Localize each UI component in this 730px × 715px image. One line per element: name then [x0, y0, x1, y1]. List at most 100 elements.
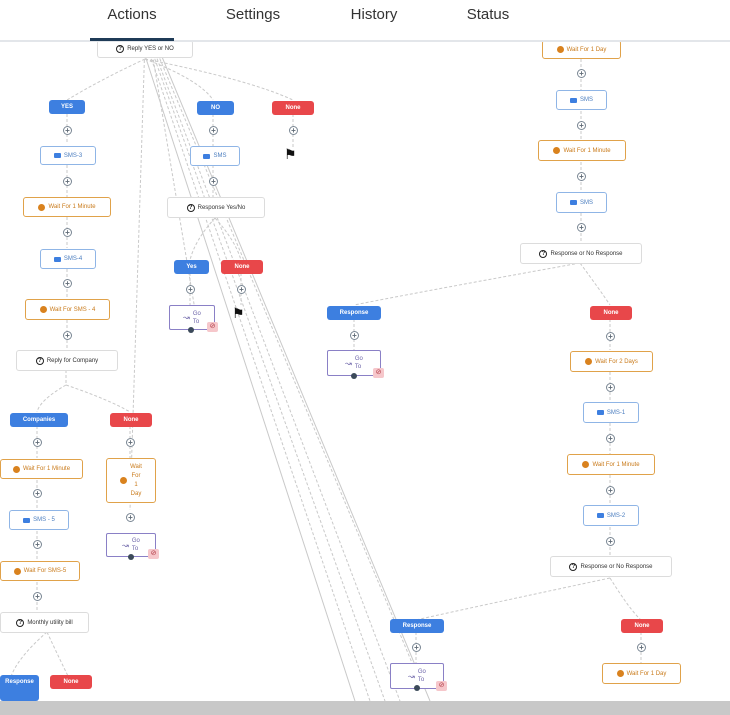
add-step-icon[interactable]: + [63, 177, 72, 186]
reply-for-company-node[interactable]: ? Reply for Company [16, 350, 118, 371]
chat-icon [53, 256, 61, 262]
add-step-icon[interactable]: + [63, 331, 72, 340]
add-step-icon[interactable]: + [33, 540, 42, 549]
sms-2-label: SMS-2 [606, 512, 626, 519]
branch-yes[interactable]: YES [49, 100, 85, 114]
go-to-label: Go To [131, 538, 140, 552]
add-step-icon[interactable]: + [33, 489, 42, 498]
add-step-icon[interactable]: + [209, 126, 218, 135]
add-step-icon[interactable]: + [209, 177, 218, 186]
sms-node-no[interactable]: SMS [190, 146, 240, 166]
tab-settings[interactable]: Settings [225, 6, 281, 23]
unlink-icon[interactable]: ⊘ [207, 322, 218, 332]
branch-none-top[interactable]: None [272, 101, 314, 115]
add-step-icon[interactable]: + [186, 285, 195, 294]
monthly-utility-bill-node[interactable]: ? Monthly utility bill [0, 612, 89, 633]
sms-5-node[interactable]: SMS - 5 [9, 510, 69, 530]
question-icon: ? [569, 562, 578, 571]
chat-icon [203, 153, 211, 159]
go-to-node-4[interactable]: ↝ Go To [390, 663, 444, 689]
add-step-icon[interactable]: + [63, 126, 72, 135]
add-step-icon[interactable]: + [606, 537, 615, 546]
add-step-icon[interactable]: + [412, 643, 421, 652]
clock-icon [616, 670, 624, 677]
response-or-no-response-node-2[interactable]: ? Response or No Response [550, 556, 672, 577]
wait-for-sms-4-node[interactable]: Wait For SMS - 4 [25, 299, 110, 320]
add-step-icon[interactable]: + [606, 383, 615, 392]
unlink-icon[interactable]: ⊘ [373, 368, 384, 378]
connector-dot[interactable] [414, 685, 420, 691]
branch-none-bottom-left[interactable]: None [50, 675, 92, 689]
sms-node-right-2[interactable]: SMS [556, 192, 607, 213]
chat-icon [53, 153, 61, 158]
add-step-icon[interactable]: + [126, 438, 135, 447]
add-step-icon[interactable]: + [126, 513, 135, 522]
branch-response-bottom[interactable]: Response [390, 619, 444, 633]
wait-1-day-node-bottom[interactable]: Wait For 1 Day [602, 663, 681, 684]
branch-none-bottom-right[interactable]: None [621, 619, 663, 633]
branch-no[interactable]: NO [197, 101, 234, 115]
reply-yes-no-node[interactable]: ? Reply YES or NO [97, 40, 193, 58]
add-step-icon[interactable]: + [577, 223, 586, 232]
add-step-icon[interactable]: + [350, 331, 359, 340]
question-icon: ? [116, 45, 125, 53]
workflow-canvas[interactable]: ? Reply YES or NO YES + SMS-3 + Wait For… [0, 40, 730, 701]
wait-2-days-node[interactable]: Wait For 2 Days [570, 351, 653, 372]
add-step-icon[interactable]: + [606, 434, 615, 443]
unlink-icon[interactable]: ⊘ [148, 549, 159, 559]
wait-for-sms-5-node[interactable]: Wait For SMS-5 [0, 561, 80, 581]
chat-icon [23, 517, 31, 523]
branch-response-left[interactable]: Response [0, 675, 39, 701]
response-yes-no-node[interactable]: ? Response Yes/No [167, 197, 265, 218]
tab-history[interactable]: History [350, 6, 398, 23]
add-step-icon[interactable]: + [63, 228, 72, 237]
add-step-icon[interactable]: + [637, 643, 646, 652]
connector-dot[interactable] [351, 373, 357, 379]
wait-1-minute-right-label: Wait For 1 Minute [563, 147, 611, 154]
sms-4-node[interactable]: SMS-4 [40, 249, 96, 269]
branch-none-right[interactable]: None [590, 306, 632, 320]
branch-response-mid[interactable]: Response [327, 306, 381, 320]
connector-dot[interactable] [128, 554, 134, 560]
sms-1-node[interactable]: SMS-1 [583, 402, 639, 423]
reply-for-company-label: Reply for Company [46, 357, 99, 364]
response-or-no-response-label: Response or No Response [550, 250, 623, 257]
unlink-icon[interactable]: ⊘ [436, 681, 447, 691]
add-step-icon[interactable]: + [606, 332, 615, 341]
tab-actions[interactable]: Actions [90, 0, 174, 41]
wait-1-day-node-stacked[interactable]: Wait For 1 Day [106, 458, 156, 503]
add-step-icon[interactable]: + [577, 121, 586, 130]
branch-companies[interactable]: Companies [10, 413, 68, 427]
clock-icon [585, 358, 593, 365]
response-or-no-response-node[interactable]: ? Response or No Response [520, 243, 642, 264]
wait-1-day-bottom-label: Wait For 1 Day [626, 670, 667, 677]
sms-2-node[interactable]: SMS-2 [583, 505, 639, 526]
sms-3-node[interactable]: SMS-3 [40, 146, 96, 165]
wait-1-minute-node-right[interactable]: Wait For 1 Minute [538, 140, 626, 161]
add-step-icon[interactable]: + [33, 592, 42, 601]
add-step-icon[interactable]: + [289, 126, 298, 135]
question-icon: ? [35, 356, 44, 365]
add-step-icon[interactable]: + [63, 279, 72, 288]
wait-1-minute-node-2[interactable]: Wait For 1 Minute [0, 459, 83, 479]
go-to-icon: ↝ [122, 540, 129, 550]
add-step-icon[interactable]: + [577, 172, 586, 181]
wait-1-day-node-top[interactable]: Wait For 1 Day [542, 40, 621, 59]
add-step-icon[interactable]: + [237, 285, 246, 294]
go-to-icon: ↝ [408, 671, 415, 681]
tab-status[interactable]: Status [466, 6, 510, 23]
question-icon: ? [186, 203, 195, 212]
add-step-icon[interactable]: + [606, 486, 615, 495]
connector-dot[interactable] [188, 327, 194, 333]
sms-4-label: SMS-4 [63, 256, 83, 262]
add-step-icon[interactable]: + [577, 69, 586, 78]
wait-1-day-top-label: Wait For 1 Day [566, 46, 607, 53]
horizontal-scrollbar[interactable] [0, 701, 730, 715]
sms-node-right-1[interactable]: SMS [556, 90, 607, 110]
branch-yes-small[interactable]: Yes [174, 260, 209, 274]
wait-1-minute-node[interactable]: Wait For 1 Minute [23, 197, 111, 217]
branch-none[interactable]: None [110, 413, 152, 427]
wait-1-minute-node-right-2[interactable]: Wait For 1 Minute [567, 454, 655, 475]
add-step-icon[interactable]: + [33, 438, 42, 447]
branch-none-small[interactable]: None [221, 260, 263, 274]
